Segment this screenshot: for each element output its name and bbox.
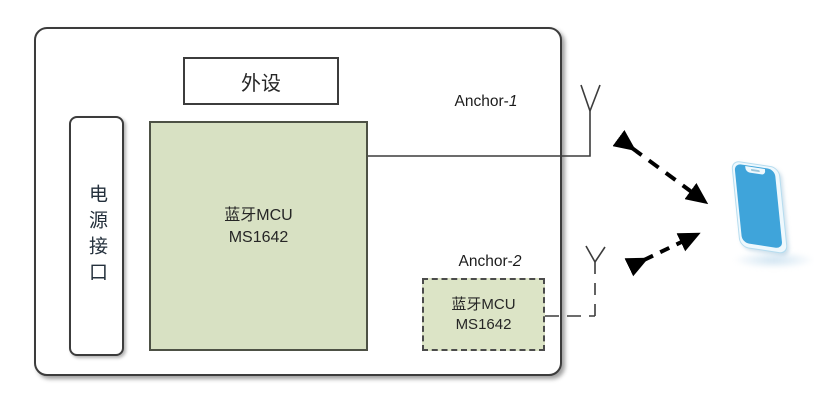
antenna-1-icon [580, 84, 601, 112]
peripheral-label: 外设 [241, 72, 281, 95]
wireless-link-arrow-1 [612, 129, 709, 205]
peripheral-box: 外设 [183, 57, 339, 105]
anchor-2-mcu-box: 蓝牙MCU MS1642 [422, 278, 545, 351]
wireless-link-arrow-2 [624, 232, 701, 277]
antenna-2-icon [585, 245, 606, 316]
power-interface-label: 电源接口 [86, 184, 107, 288]
phone-ground-shadow [733, 251, 814, 269]
anchor-1-label: Anchor-1 [436, 93, 536, 111]
anchor-2-number: 2 [512, 253, 522, 270]
mcu-name-label: 蓝牙MCU [224, 207, 293, 224]
anchor-2-label: Anchor-2 [440, 253, 540, 271]
bluetooth-mcu-box: 蓝牙MCU MS1642 [149, 121, 368, 351]
anchor-2-mcu-name-label: 蓝牙MCU [451, 295, 516, 313]
smartphone-icon [731, 160, 789, 255]
anchor-2-prefix: Anchor- [458, 253, 513, 270]
anchor-2-mcu-model-label: MS1642 [455, 315, 512, 333]
power-interface-box: 电源接口 [69, 116, 124, 356]
mcu-model-label: MS1642 [228, 229, 289, 246]
anchor-1-prefix: Anchor- [454, 93, 509, 110]
phone-speaker [750, 168, 760, 173]
anchor-1-number: 1 [508, 93, 518, 110]
phone-screen [734, 163, 783, 249]
phone-notch [744, 165, 765, 175]
